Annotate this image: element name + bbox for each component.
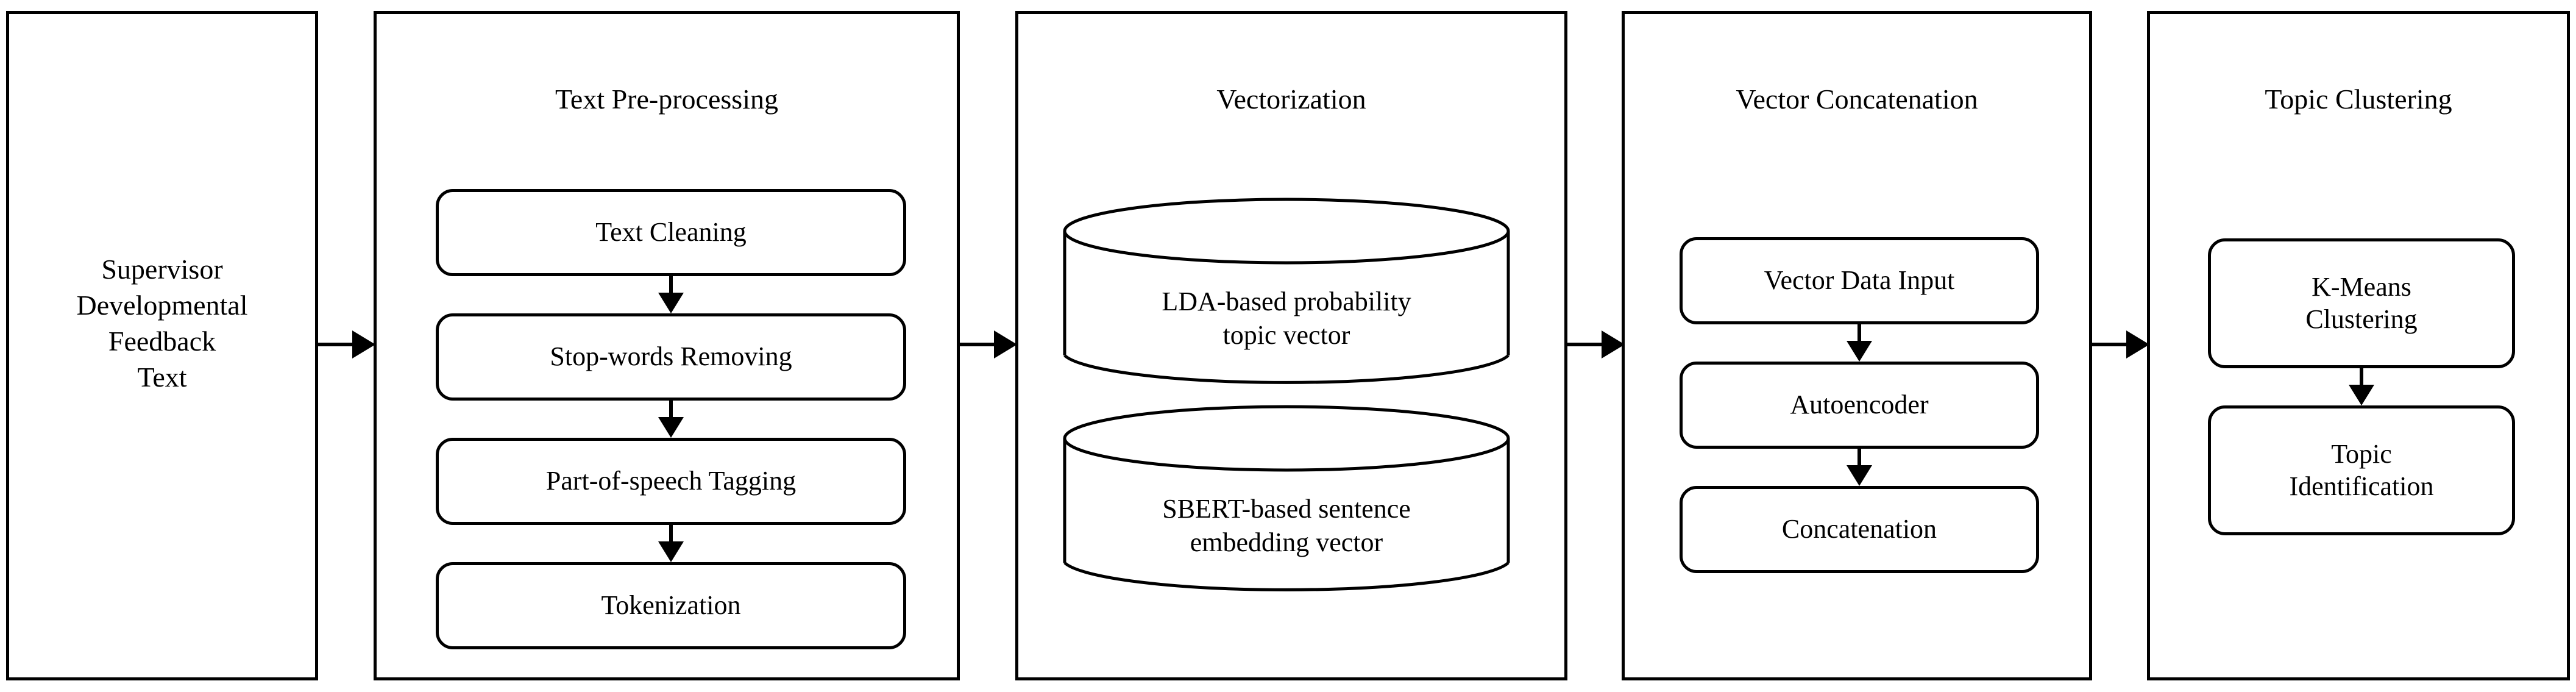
connector-line bbox=[669, 276, 673, 298]
stage-panel-vectorization: Vectorization LDA-based probability topi… bbox=[1015, 11, 1567, 680]
stage-title-vector-concatenation: Vector Concatenation bbox=[1736, 84, 1978, 115]
connector-line bbox=[669, 401, 673, 422]
source-text-line-3: Feedback bbox=[108, 325, 216, 357]
connector-line bbox=[1857, 449, 1861, 470]
data-node-label: LDA-based probability topic vector bbox=[1080, 285, 1492, 352]
source-text-block: Supervisor Developmental Feedback Text bbox=[9, 252, 315, 396]
arrow-head-icon bbox=[2126, 330, 2149, 358]
connector-line bbox=[318, 343, 355, 346]
data-node-sbert-sentence-embedding[interactable]: SBERT-based sentence embedding vector bbox=[1062, 404, 1511, 597]
arrow-head-icon bbox=[352, 330, 375, 358]
connector-line bbox=[960, 343, 996, 346]
stage-panel-text-pre-processing: Text Pre-processing Text Cleaning Stop-w… bbox=[374, 11, 960, 680]
data-node-label-line-1: LDA-based probability bbox=[1162, 287, 1411, 316]
cylinder-icon bbox=[1063, 405, 1510, 591]
arrow-head-icon bbox=[994, 330, 1017, 358]
process-node-concatenation[interactable]: Concatenation bbox=[1680, 486, 2039, 573]
stage-title-topic-clustering: Topic Clustering bbox=[2265, 84, 2452, 115]
process-node-label-line-2: Clustering bbox=[2305, 304, 2418, 334]
connector-line bbox=[2360, 368, 2363, 390]
process-node-part-of-speech-tagging[interactable]: Part-of-speech Tagging bbox=[436, 438, 906, 525]
process-node-topic-identification[interactable]: Topic Identification bbox=[2208, 405, 2515, 535]
arrow-head-icon bbox=[658, 293, 684, 313]
process-node-k-means-clustering[interactable]: K-Means Clustering bbox=[2208, 238, 2515, 368]
data-node-label-line-2: embedding vector bbox=[1190, 527, 1383, 557]
process-node-autoencoder[interactable]: Autoencoder bbox=[1680, 362, 2039, 449]
arrow-head-icon bbox=[658, 541, 684, 562]
process-node-label-line-1: Topic bbox=[2331, 438, 2392, 469]
process-node-tokenization[interactable]: Tokenization bbox=[436, 562, 906, 649]
arrow-head-icon bbox=[2349, 385, 2374, 405]
arrow-head-icon bbox=[1847, 341, 1872, 362]
connector-line bbox=[1567, 343, 1604, 346]
stage-panel-vector-concatenation: Vector Concatenation Vector Data Input A… bbox=[1622, 11, 2092, 680]
data-node-label: SBERT-based sentence embedding vector bbox=[1080, 492, 1492, 559]
source-text-line-4: Text bbox=[137, 361, 187, 393]
stage-title-vectorization: Vectorization bbox=[1216, 84, 1366, 115]
data-node-lda-topic-vector[interactable]: LDA-based probability topic vector bbox=[1062, 197, 1511, 390]
source-text-line-1: Supervisor bbox=[101, 254, 223, 285]
connector-line bbox=[669, 525, 673, 546]
process-node-stop-words-removing[interactable]: Stop-words Removing bbox=[436, 313, 906, 401]
stage-title-text-pre-processing: Text Pre-processing bbox=[555, 84, 778, 115]
data-node-label-line-1: SBERT-based sentence bbox=[1162, 494, 1411, 524]
process-node-label-line-1: K-Means bbox=[2312, 271, 2411, 302]
source-text-line-2: Developmental bbox=[76, 289, 248, 321]
process-node-vector-data-input[interactable]: Vector Data Input bbox=[1680, 237, 2039, 324]
process-node-text-cleaning[interactable]: Text Cleaning bbox=[436, 189, 906, 276]
connector-line bbox=[2092, 343, 2129, 346]
connector-line bbox=[1857, 324, 1861, 346]
stage-panel-input: Supervisor Developmental Feedback Text bbox=[6, 11, 318, 680]
arrow-head-icon bbox=[1847, 465, 1872, 486]
data-node-label-line-2: topic vector bbox=[1222, 320, 1350, 350]
arrow-head-icon bbox=[1602, 330, 1625, 358]
stage-panel-topic-clustering: Topic Clustering K-Means Clustering Topi… bbox=[2147, 11, 2570, 680]
process-node-label-line-2: Identification bbox=[2289, 471, 2434, 501]
cylinder-icon bbox=[1063, 198, 1510, 384]
arrow-head-icon bbox=[658, 417, 684, 438]
